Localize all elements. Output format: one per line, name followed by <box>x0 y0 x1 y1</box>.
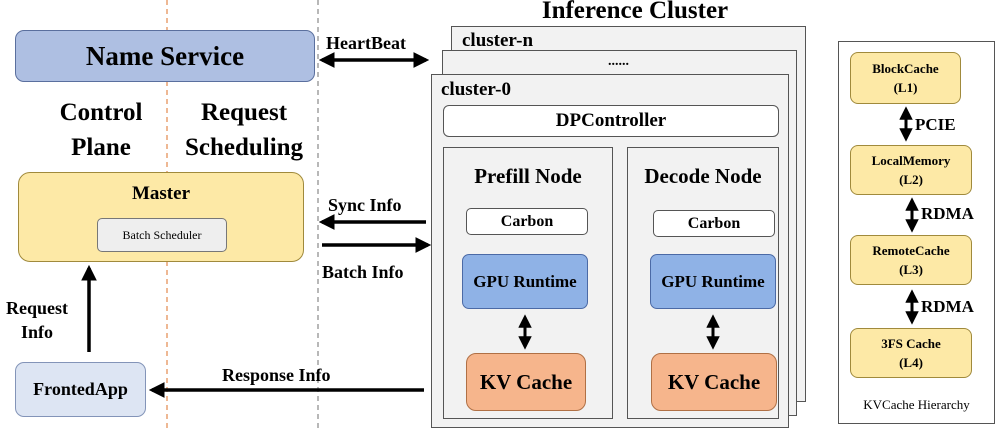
tier-l2-level: (L2) <box>899 172 923 187</box>
tier-l1-box: BlockCache (L1) <box>850 52 961 104</box>
pcie-link-arrow <box>899 106 913 142</box>
request-info-line-1: Request <box>6 298 68 318</box>
request-scheduling-line-2: Scheduling <box>184 134 304 161</box>
master-box: Master Batch Scheduler <box>18 172 304 262</box>
cluster-ellipsis: ...... <box>608 54 629 69</box>
control-plane-line-2: Plane <box>71 134 131 161</box>
prefill-kv-cache-box: KV Cache <box>466 353 586 411</box>
request-scheduling-line-1: Request <box>200 99 288 126</box>
dp-controller-box: DPController <box>443 105 779 137</box>
prefill-link-arrow <box>518 314 532 350</box>
batch-info-label: Batch Info <box>322 262 404 282</box>
request-info-label: Request Info <box>2 296 72 344</box>
tier-l3-box: RemoteCache (L3) <box>850 235 972 285</box>
cluster-0-label: cluster-0 <box>441 79 511 100</box>
rdma-label-2: RDMA <box>921 297 974 316</box>
rdma-link-arrow-2 <box>905 289 919 325</box>
decode-node-title: Decode Node <box>644 164 762 188</box>
rdma-link-arrow-1 <box>905 197 919 233</box>
tier-l4-name: 3FS Cache <box>881 336 941 351</box>
tier-l4-box: 3FS Cache (L4) <box>850 328 972 378</box>
prefill-node-panel: Prefill Node Carbon GPU Runtime KV Cache <box>443 147 613 419</box>
cluster-n-label: cluster-n <box>462 30 534 51</box>
tier-l3-name: RemoteCache <box>872 243 950 258</box>
tier-l2-name: LocalMemory <box>871 153 951 168</box>
prefill-carbon-box: Carbon <box>466 208 588 235</box>
prefill-gpu-runtime-box: GPU Runtime <box>462 254 588 309</box>
kvcache-hierarchy-panel: BlockCache (L1) PCIE LocalMemory (L2) RDMA… <box>838 41 995 424</box>
tier-l1-level: (L1) <box>893 80 918 95</box>
tier-l4-level: (L4) <box>899 355 923 370</box>
kvcache-hierarchy-caption: KVCache Hierarchy <box>863 397 970 412</box>
heartbeat-label: HeartBeat <box>326 33 406 53</box>
batch-scheduler-box: Batch Scheduler <box>97 218 227 252</box>
control-plane-label: Control Plane <box>46 95 156 165</box>
tier-l1-name: BlockCache <box>872 61 939 76</box>
pcie-label: PCIE <box>915 115 956 134</box>
decode-carbon-box: Carbon <box>653 210 775 237</box>
master-title: Master <box>131 183 191 204</box>
rdma-label-1: RDMA <box>921 204 974 223</box>
response-info-label: Response Info <box>222 365 331 385</box>
request-info-line-2: Info <box>20 322 53 342</box>
decode-node-panel: Decode Node Carbon GPU Runtime KV Cache <box>627 147 779 419</box>
prefill-node-title: Prefill Node <box>474 164 582 188</box>
decode-kv-cache-box: KV Cache <box>651 353 777 411</box>
tier-l2-box: LocalMemory (L2) <box>850 145 972 195</box>
inference-cluster-title: Inference Cluster <box>541 0 729 24</box>
name-service-box: Name Service <box>15 30 315 82</box>
control-plane-line-1: Control <box>59 99 143 126</box>
request-scheduling-label: Request Scheduling <box>170 95 318 165</box>
decode-gpu-runtime-box: GPU Runtime <box>650 254 776 309</box>
fronted-app-box: FrontedApp <box>15 362 146 417</box>
cluster-0-panel: cluster-0 DPController Prefill Node Carb… <box>431 74 789 428</box>
sync-info-label: Sync Info <box>328 195 402 215</box>
decode-link-arrow <box>706 314 720 350</box>
tier-l3-level: (L3) <box>899 262 923 277</box>
